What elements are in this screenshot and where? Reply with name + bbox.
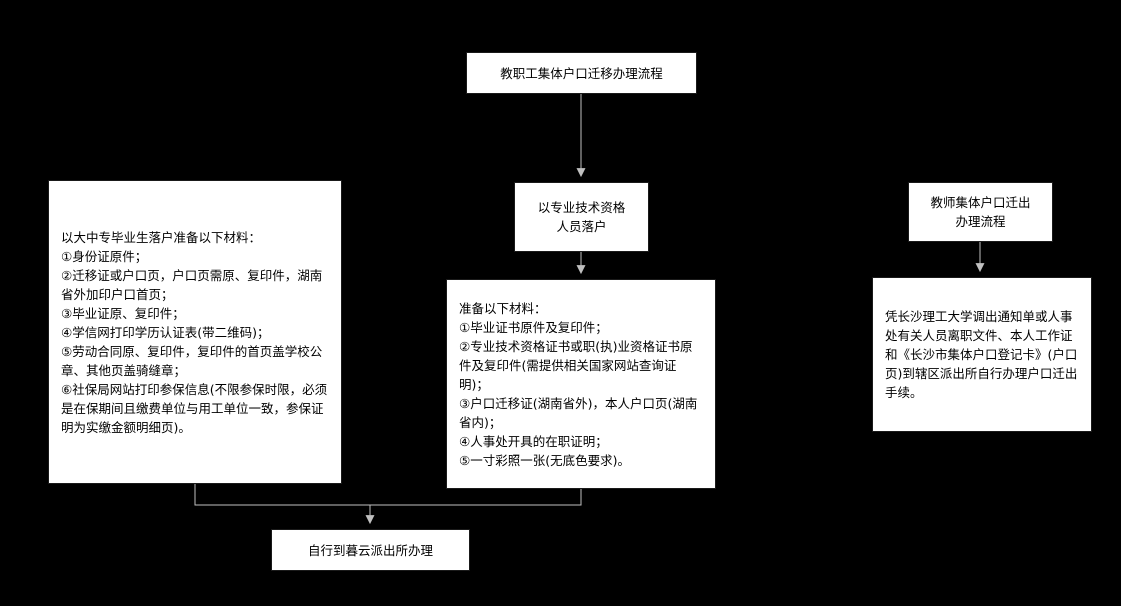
material-item: ⑥社保局网站打印参保信息(不限参保时限，必须是在保期间且缴费单位与用工单位一致，… (61, 381, 328, 435)
node-title-text: 自行到暮云派出所办理 (307, 542, 433, 558)
materials-heading: 以大中专毕业生落户准备以下材料： (61, 229, 262, 245)
node-professional-qualification: 以专业技术资格 人员落户 (514, 182, 649, 252)
node-process-title: 教职工集体户口迁移办理流程 (466, 52, 697, 94)
material-item: ④人事处开具的在职证明； (459, 433, 608, 449)
node-teacher-moveout-title: 教师集体户口迁出 办理流程 (908, 182, 1053, 242)
node-title-text: 教职工集体户口迁移办理流程 (500, 65, 663, 81)
instructions-text: 凭长沙理工大学调出通知单或人事处有关人员离职文件、本人工作证和《长沙市集体户口登… (885, 309, 1078, 400)
material-item: ⑤劳动合同原、复印件，复印件的首页盖学校公章、其他页盖骑缝章； (61, 343, 323, 378)
material-item: ④学信网打印学历认证表(带二维码)； (61, 324, 270, 340)
material-item: ③户口迁移证(湖南省外)，本人户口页(湖南省内)； (459, 395, 698, 430)
material-item: ②专业技术资格证书或职(执)业资格证书原件及复印件(需提供相关国家网站查询证明)… (459, 338, 693, 392)
material-item: ②迁移证或户口页，户口页需原、复印件，湖南省外加印户口首页； (61, 267, 323, 302)
node-police-station: 自行到暮云派出所办理 (271, 529, 470, 571)
node-title-text: 人员落户 (556, 219, 607, 234)
material-item: ③毕业证原、复印件； (61, 305, 185, 321)
materials-heading: 准备以下材料： (459, 300, 547, 316)
node-title-text: 办理流程 (955, 214, 1006, 229)
node-title-text: 教师集体户口迁出 (930, 195, 1031, 210)
material-item: ⑤一寸彩照一张(无底色要求)。 (459, 452, 630, 468)
node-moveout-instructions: 凭长沙理工大学调出通知单或人事处有关人员离职文件、本人工作证和《长沙市集体户口登… (872, 277, 1092, 432)
node-graduate-materials: 以大中专毕业生落户准备以下材料： ①身份证原件； ②迁移证或户口页，户口页需原、… (48, 180, 342, 484)
material-item: ①毕业证书原件及复印件； (459, 319, 608, 335)
node-title-text: 以专业技术资格 (537, 200, 626, 215)
material-item: ①身份证原件； (61, 248, 148, 264)
node-qualification-materials: 准备以下材料： ①毕业证书原件及复印件； ②专业技术资格证书或职(执)业资格证书… (446, 279, 716, 489)
